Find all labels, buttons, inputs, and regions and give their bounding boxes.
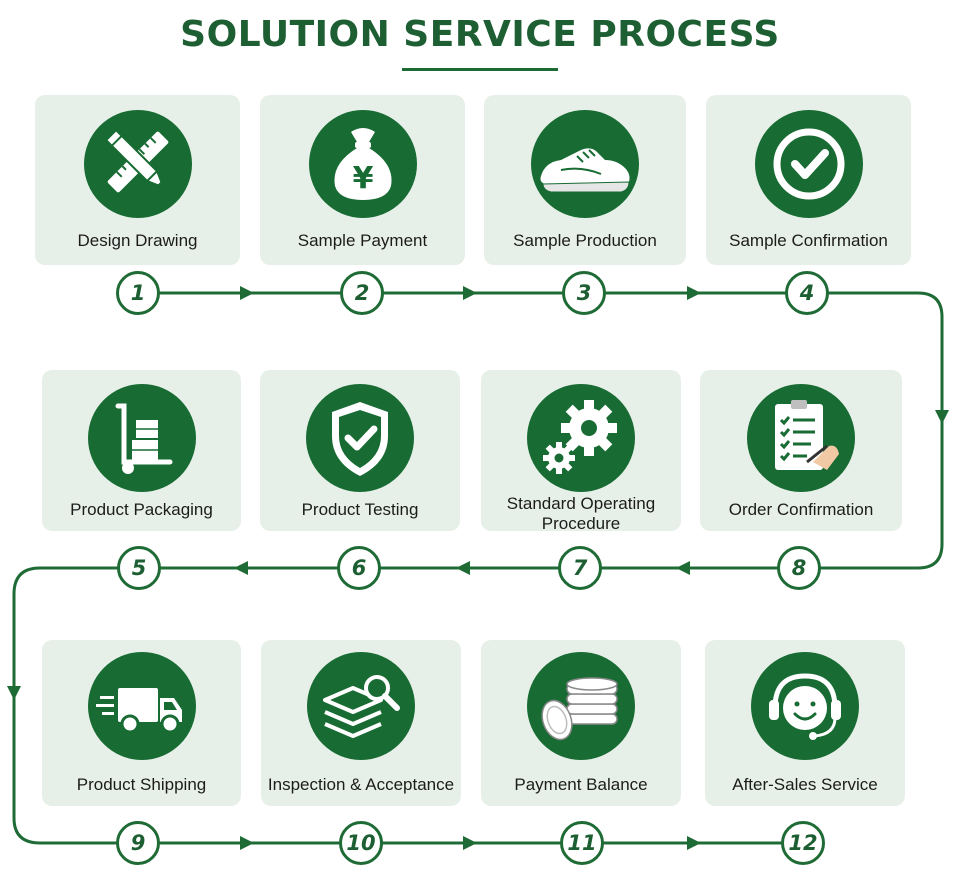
step-label: Payment Balance <box>514 775 648 794</box>
step-number-1: 1 <box>116 271 160 315</box>
page-title: SOLUTION SERVICE PROCESS <box>180 14 780 55</box>
step-card-11: Payment Balance <box>481 640 681 806</box>
step-number-11: 11 <box>560 821 604 865</box>
coin-stack-icon <box>527 652 635 760</box>
step-label: Sample Confirmation <box>729 231 888 250</box>
headset-agent-icon <box>751 652 859 760</box>
step-card-6: Product Testing <box>260 370 460 531</box>
ruler-pencil-icon <box>83 110 192 218</box>
step-card-7: Standard Operating Procedure <box>481 370 681 533</box>
step-label: Product Shipping <box>76 775 207 794</box>
step-label: Product Testing <box>301 500 419 519</box>
step-card-9: Product Shipping <box>42 640 241 806</box>
hand-truck-boxes-icon <box>87 384 196 492</box>
step-card-8: Order Confirmation <box>700 370 902 531</box>
step-number-6: 6 <box>337 546 381 590</box>
step-number-10: 10 <box>339 821 383 865</box>
step-card-4: Sample Confirmation <box>706 95 911 265</box>
check-circle-icon <box>754 110 863 218</box>
step-number-4: 4 <box>785 271 829 315</box>
step-card-2: ¥ Sample Payment <box>260 95 465 265</box>
step-number-3: 3 <box>562 271 606 315</box>
step-label: Sample Payment <box>297 231 428 250</box>
title-underline <box>402 68 558 71</box>
step-number-9: 9 <box>116 821 160 865</box>
step-label: Inspection & Acceptance <box>267 775 455 794</box>
step-label: Product Packaging <box>70 500 213 519</box>
shield-check-icon <box>306 384 414 492</box>
step-label: Order Confirmation <box>728 500 874 519</box>
gears-icon <box>527 384 635 492</box>
step-label: Design Drawing <box>77 231 198 250</box>
step-number-8: 8 <box>777 546 821 590</box>
step-label: After-Sales Service <box>732 775 878 794</box>
delivery-truck-icon <box>87 652 196 760</box>
step-card-5: Product Packaging <box>42 370 241 531</box>
step-label: Sample Production <box>513 231 657 250</box>
step-number-7: 7 <box>558 546 602 590</box>
step-number-2: 2 <box>340 271 384 315</box>
sneaker-icon <box>531 110 639 218</box>
step-card-3: Sample Production <box>484 95 686 265</box>
step-number-12: 12 <box>781 821 825 865</box>
step-card-10: Inspection & Acceptance <box>261 640 461 806</box>
money-bag-icon: ¥ <box>308 110 417 218</box>
layers-magnifier-icon <box>307 652 415 760</box>
clipboard-checklist-icon <box>747 384 855 492</box>
svg-text:¥: ¥ <box>352 161 373 196</box>
step-card-12: After-Sales Service <box>705 640 905 806</box>
step-label: Standard Operating Procedure <box>506 494 656 533</box>
step-card-1: Design Drawing <box>35 95 240 265</box>
step-number-5: 5 <box>117 546 161 590</box>
